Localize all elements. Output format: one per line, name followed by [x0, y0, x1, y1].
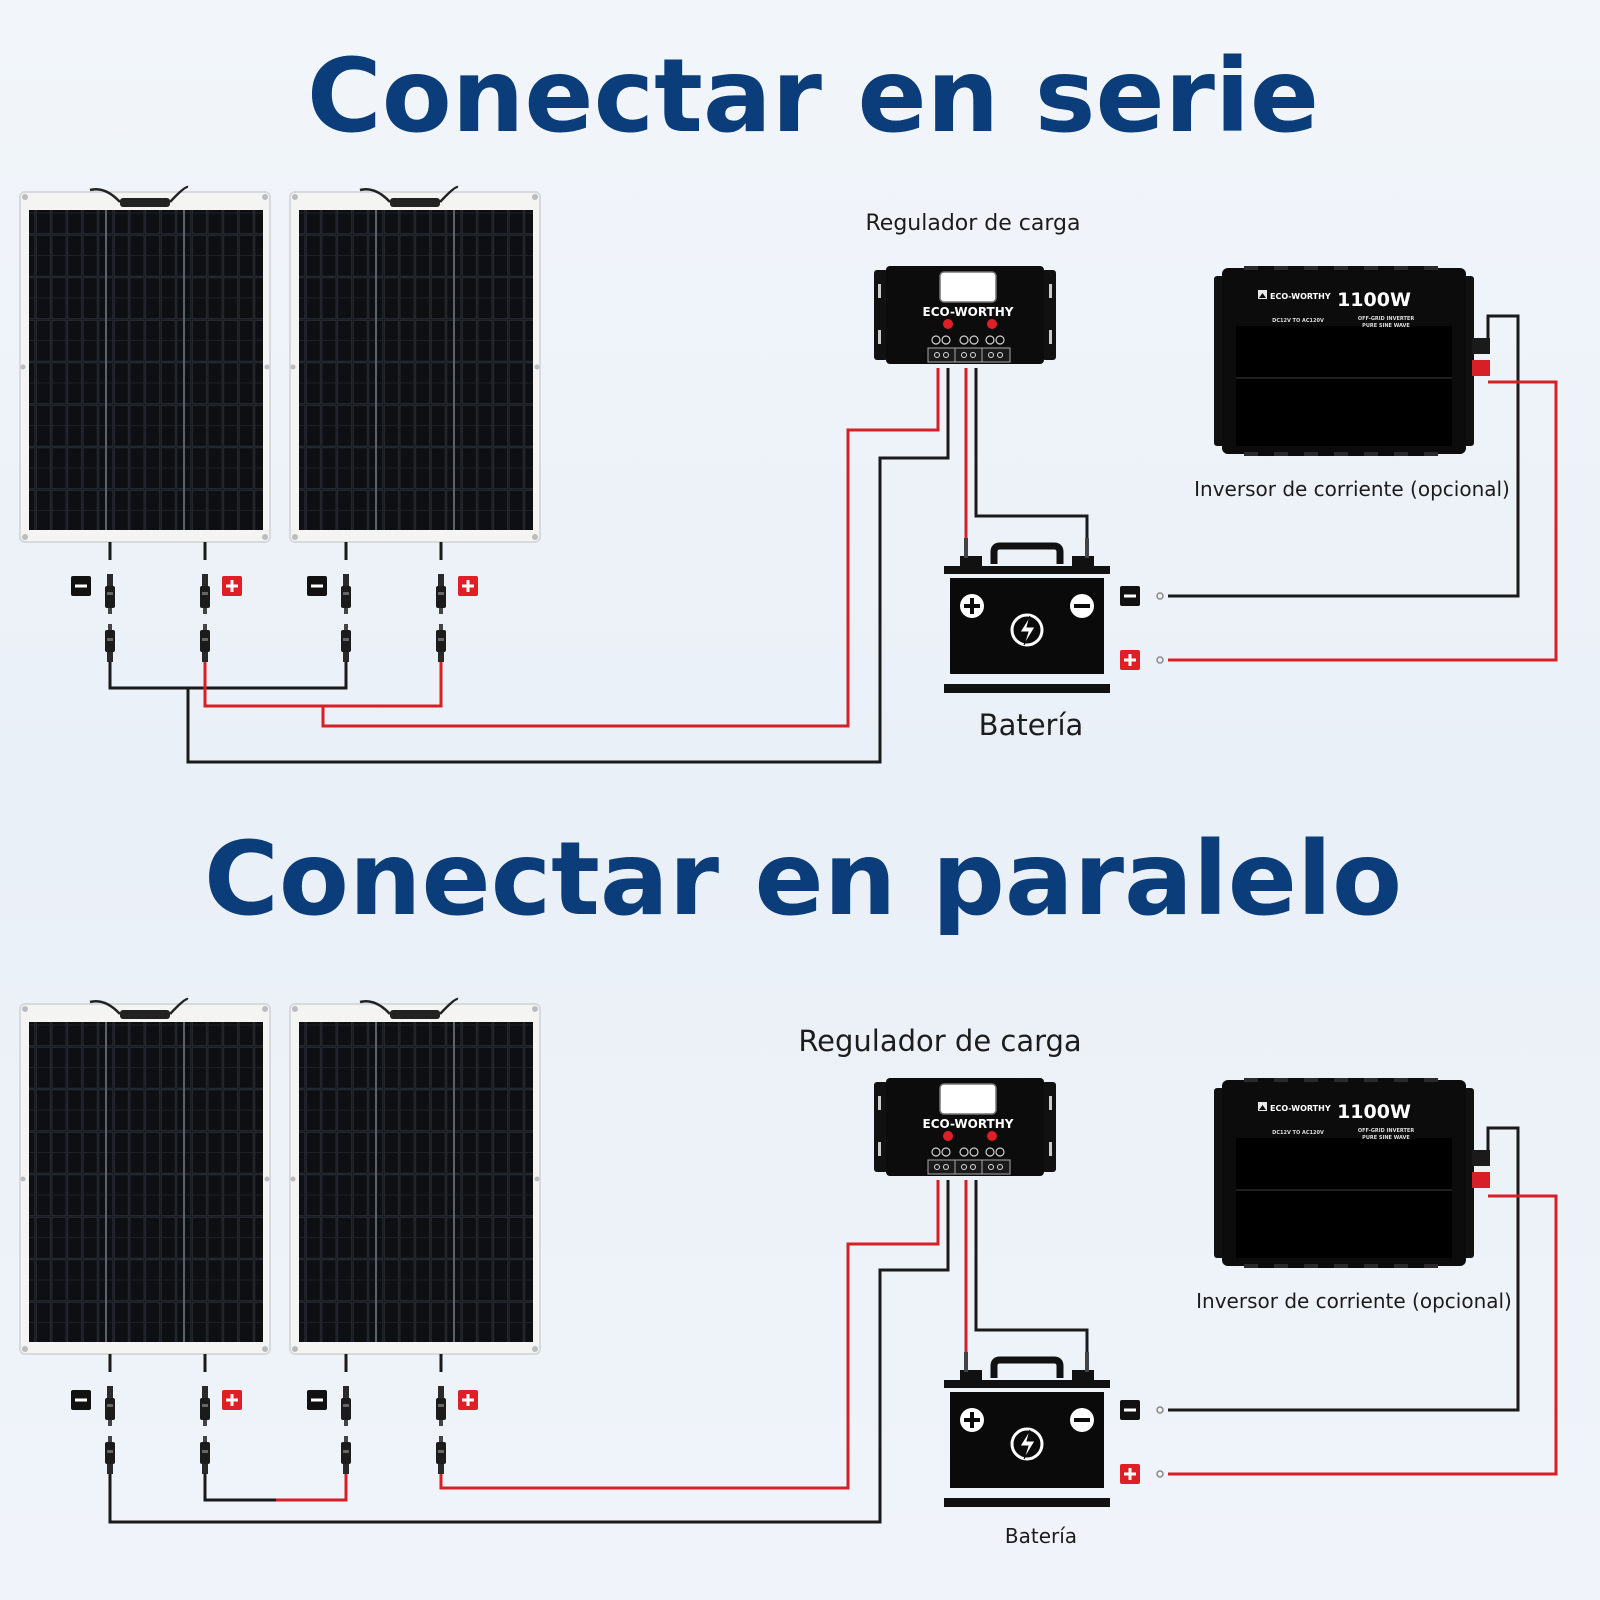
series-black-wires [108, 314, 1520, 764]
parallel-inverter: ECO-WORTHY 1100W DC12V TO AC120V OFF-GRI… [1213, 1077, 1490, 1269]
minus-badge-icon [1120, 1400, 1140, 1420]
minus-badge-icon [1120, 586, 1140, 606]
parallel-ring-terminals [1156, 1406, 1164, 1478]
inverter-power: 1100W [1337, 289, 1411, 311]
plus-badge-icon [458, 576, 478, 596]
plus-badge-icon [458, 1390, 478, 1410]
minus-badge-icon [307, 1390, 327, 1410]
parallel-battery-label: Batería [1005, 1524, 1077, 1548]
inverter-brand: ECO-WORTHY [1270, 1104, 1331, 1113]
series-solar-panel-1 [18, 185, 272, 544]
controller-brand: ECO-WORTHY [923, 1117, 1014, 1131]
inverter-spec-right-2: PURE SINE WAVE [1362, 323, 1410, 329]
series-battery-label: Batería [979, 708, 1084, 742]
inverter-spec-right-1: OFF-GRID INVERTER [1358, 316, 1414, 322]
minus-badge-icon [307, 576, 327, 596]
series-battery [944, 538, 1110, 693]
series-ring-terminals [1156, 592, 1164, 664]
parallel-solar-panel-1 [18, 997, 272, 1356]
parallel-title: Conectar en paralelo [204, 820, 1402, 939]
parallel-mc4-connectors [105, 1354, 446, 1474]
inverter-brand: ECO-WORTHY [1270, 292, 1331, 301]
inverter-spec-left: DC12V TO AC120V [1272, 1130, 1324, 1136]
inverter-spec-right-2: PURE SINE WAVE [1362, 1135, 1410, 1141]
plus-badge-icon [1120, 1464, 1140, 1484]
parallel-inverter-label: Inversor de corriente (opcional) [1196, 1289, 1512, 1313]
parallel-solar-panel-2 [288, 997, 542, 1356]
series-inverter: ECO-WORTHY 1100W DC12V TO AC120V OFF-GRI… [1213, 265, 1490, 457]
inverter-spec-right-1: OFF-GRID INVERTER [1358, 1128, 1414, 1134]
inverter-power: 1100W [1337, 1101, 1411, 1123]
parallel-charge-controller: ECO-WORTHY [873, 1077, 1057, 1177]
controller-brand: ECO-WORTHY [923, 305, 1014, 319]
series-title: Conectar en serie [307, 37, 1319, 156]
minus-badge-icon [71, 576, 91, 596]
plus-badge-icon [222, 576, 242, 596]
parallel-red-wires [276, 1180, 1558, 1502]
parallel-black-wires [108, 1126, 1520, 1524]
parallel-battery [944, 1352, 1110, 1507]
plus-badge-icon [1120, 650, 1140, 670]
inverter-spec-left: DC12V TO AC120V [1272, 318, 1324, 324]
series-mc4-connectors [105, 542, 446, 662]
plus-badge-icon [222, 1390, 242, 1410]
parallel-controller-label: Regulador de carga [798, 1024, 1081, 1058]
series-inverter-label: Inversor de corriente (opcional) [1194, 477, 1510, 501]
minus-badge-icon [71, 1390, 91, 1410]
series-solar-panel-2 [288, 185, 542, 544]
series-controller-label: Regulador de carga [866, 211, 1081, 236]
series-charge-controller: ECO-WORTHY [873, 265, 1057, 365]
series-red-wires [203, 368, 1558, 728]
